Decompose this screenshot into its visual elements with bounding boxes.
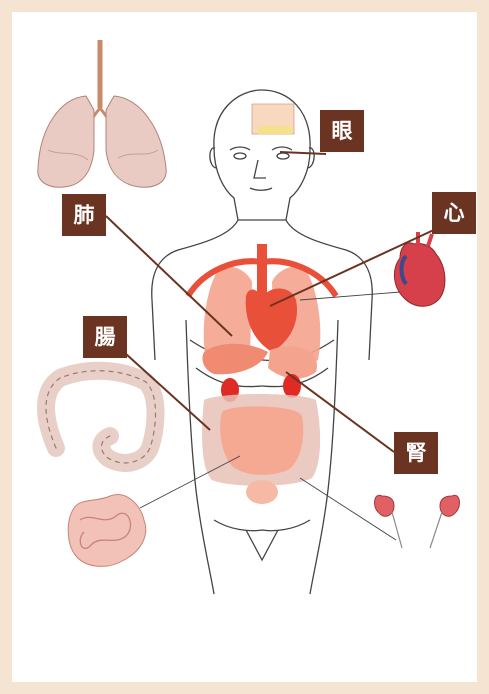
label-eye: 眼 [320, 110, 364, 152]
label-kidney: 腎 [394, 432, 438, 474]
kidneys-icon [375, 495, 460, 548]
leader-intestine [126, 354, 210, 430]
colon-icon [46, 371, 156, 463]
label-intestine: 腸 [83, 316, 127, 358]
lungs-icon [38, 40, 166, 187]
torso-organs [188, 244, 336, 504]
small-intestine-icon [68, 495, 146, 567]
label-heart: 心 [432, 192, 476, 234]
brain-highlight [258, 126, 292, 134]
heart-icon [394, 232, 445, 306]
label-lung: 肺 [62, 194, 106, 236]
